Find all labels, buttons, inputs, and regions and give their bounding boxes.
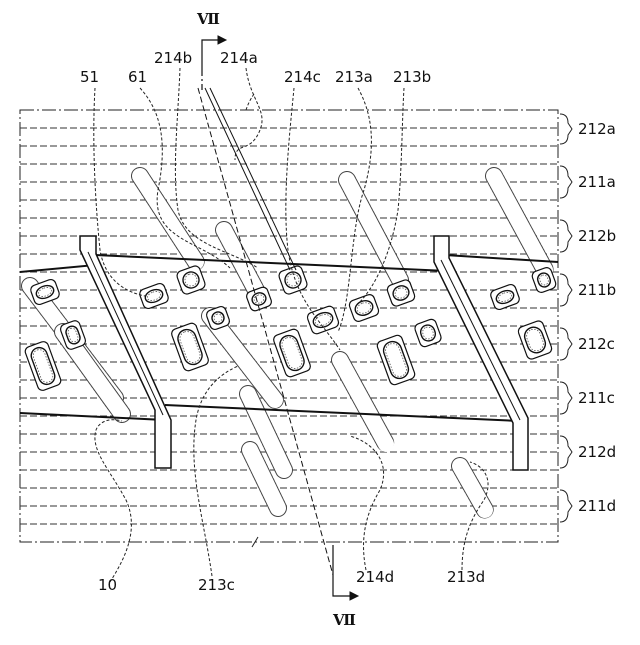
slot-outline-inner	[494, 176, 545, 270]
slot-outline-inner	[340, 360, 386, 444]
slot-opening	[489, 283, 520, 311]
slot-opening	[138, 282, 169, 310]
slot-opening	[376, 334, 416, 386]
section-marker-bottom: Ⅶ	[332, 611, 356, 629]
layer-label: 212b	[578, 227, 616, 245]
layer-label: 211d	[578, 497, 616, 515]
callout-213d: 213d	[447, 568, 485, 586]
leader-line	[246, 94, 254, 110]
slot-opening	[414, 318, 443, 348]
callout-61: 61	[128, 68, 147, 86]
callout-214d: 214d	[356, 568, 394, 586]
callout-213a: 213a	[335, 68, 373, 86]
layer-label: 211c	[578, 389, 615, 407]
layer-bracket	[560, 436, 572, 468]
layer-label: 212a	[578, 120, 616, 138]
slot-opening	[24, 340, 62, 391]
callout-214a: 214a	[220, 49, 258, 67]
leader-line	[194, 366, 238, 576]
slot-opening	[176, 265, 207, 296]
slot-opening	[306, 305, 340, 335]
callout-213b: 213b	[393, 68, 431, 86]
layer-label: 212d	[578, 443, 616, 461]
section-marker-top: Ⅶ	[196, 10, 220, 28]
slot-opening	[272, 328, 311, 378]
layer-label: 211b	[578, 281, 616, 299]
callout-213c: 213c	[198, 576, 235, 594]
layer-bracket	[560, 274, 572, 306]
leader-line	[235, 68, 262, 160]
reference-line-214a	[205, 88, 290, 270]
callout-214b: 214b	[154, 49, 192, 67]
callout-10: 10	[98, 576, 117, 594]
layer-label: 212c	[578, 335, 615, 353]
callout-214c: 214c	[284, 68, 321, 86]
layer-bracket	[560, 490, 572, 522]
layer-bracket	[560, 328, 572, 360]
slot-opening	[278, 265, 309, 296]
layer-bracket	[560, 166, 572, 198]
leader-line	[350, 436, 384, 570]
slot-opening	[170, 322, 209, 372]
layer-bracket	[560, 220, 572, 252]
slot-outline-inner	[140, 176, 196, 262]
leader-line	[95, 420, 131, 582]
layer-bracket	[560, 382, 572, 414]
layer-labels: 212a 211a 212b 211b 212c 211c 212d 211d	[560, 114, 616, 522]
layer-label: 211a	[578, 173, 616, 191]
slot-opening	[386, 279, 416, 308]
frame-break-mark	[252, 537, 258, 547]
callout-51: 51	[80, 68, 99, 86]
layer-bracket	[560, 114, 572, 144]
